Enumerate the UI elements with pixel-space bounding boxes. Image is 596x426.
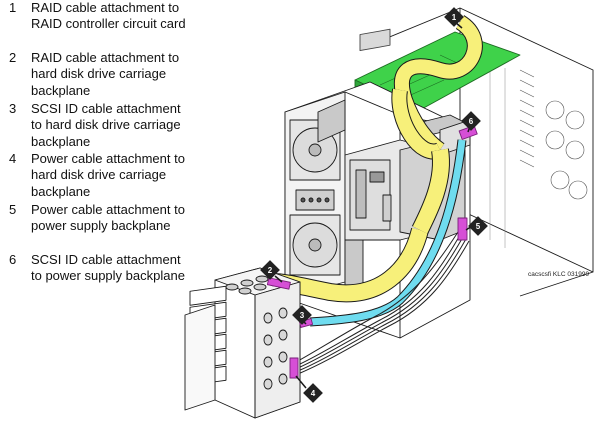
legend-number: 5	[9, 202, 17, 217]
legend-text: RAID cable attachment to hard disk drive…	[31, 50, 180, 98]
callout-number: 5	[476, 222, 481, 231]
connectors	[266, 125, 478, 379]
connector-power-supply	[457, 217, 468, 241]
scsi-id-cable	[309, 139, 467, 327]
callout-number: 4	[311, 389, 316, 398]
callout-6: 6	[461, 111, 481, 133]
legend-number: 4	[9, 151, 17, 166]
legend-number: 2	[9, 50, 17, 65]
front-control-panel	[295, 189, 335, 211]
legend-number: 6	[9, 252, 17, 267]
carriage-side-holes	[263, 307, 288, 390]
callout-number: 3	[300, 311, 305, 320]
chassis-front	[284, 81, 471, 339]
callout-5: 5	[465, 216, 488, 236]
callout-3: 3	[292, 305, 312, 325]
figure-code: cacscsfi KLC 031999	[528, 271, 589, 278]
legend-number: 3	[9, 101, 17, 116]
callouts: 1 2 3 4 5 6	[260, 7, 488, 403]
legend-number: 1	[9, 0, 17, 15]
connector-power-carriage	[289, 357, 299, 379]
callout-number: 6	[469, 117, 474, 126]
power-cable-bundle	[297, 231, 470, 375]
callout-number: 2	[268, 266, 273, 275]
legend-text: SCSI ID cable attachment to hard disk dr…	[31, 101, 181, 149]
callout-4: 4	[295, 375, 323, 403]
legend-text: RAID cable attachment to RAID controller…	[31, 0, 186, 32]
legend-text: Power cable attachment to power supply b…	[31, 202, 185, 234]
hard-disk-drive-carriage	[184, 267, 301, 419]
front-fan-lower	[289, 214, 341, 276]
legend-text: Power cable attachment to hard disk driv…	[31, 151, 185, 199]
rear-vents	[519, 69, 588, 200]
callout-number: 1	[452, 13, 457, 22]
callout-2: 2	[260, 260, 283, 283]
legend-text: SCSI ID cable attachment to power supply…	[31, 252, 185, 284]
callout-1: 1	[444, 7, 464, 29]
